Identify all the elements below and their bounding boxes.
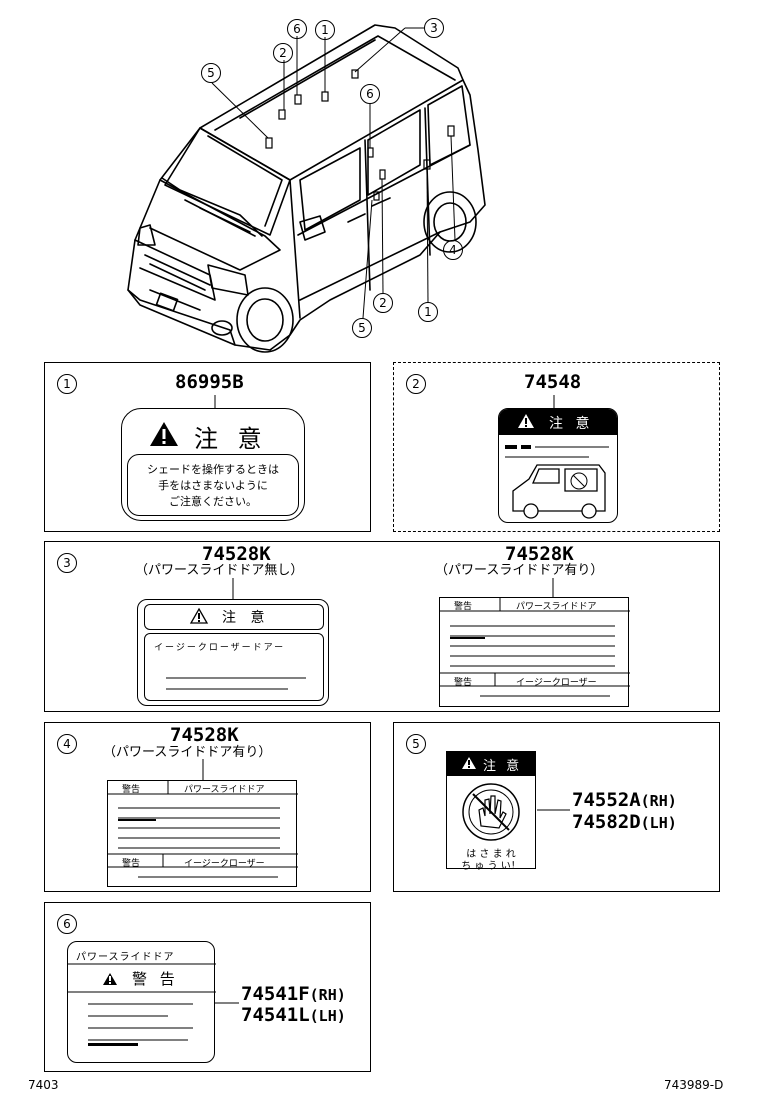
badge-warning-bottom: 警告 — [122, 859, 141, 869]
leaders-3 — [232, 578, 554, 599]
label-header-bar — [447, 752, 535, 776]
callout-2-door: 2 — [373, 293, 393, 313]
label-header-bar — [499, 409, 617, 435]
subtitle-left: （パワースライドドア無し） — [135, 563, 304, 578]
van-drawing — [127, 24, 486, 353]
part-number-74548: 74548 — [524, 371, 582, 393]
part-rh-number: 74541F — [241, 983, 310, 1005]
label-74552a: 注 意 は さ ま れ ち ゅ う い！ — [446, 751, 536, 872]
callout-4-rear: 4 — [443, 240, 463, 260]
part-number-74528k: 74528K — [170, 724, 239, 746]
label-74528k-power: 警告 パワースライドドア 警告 イージークローザー — [107, 780, 298, 887]
callout-6-top: 6 — [287, 19, 307, 39]
part-number-74552a: 74552A(RH) — [572, 789, 677, 811]
callout-2-top: 2 — [273, 43, 293, 63]
label-line-text: イージークローザードアー — [154, 643, 286, 653]
label-74548: 注 意 — [498, 408, 618, 523]
part-number-86995b: 86995B — [175, 371, 244, 393]
callout-5: 5 — [406, 734, 426, 754]
footer-right-code: 743989-D — [664, 1078, 724, 1092]
panel-4: 4 74528K （パワースライドドア有り） 警告 パワースライドドア 警告 — [44, 722, 371, 892]
part-number-74582d: 74582D(LH) — [572, 811, 677, 833]
rh-suffix: (RH) — [309, 986, 346, 1004]
panel-5: 5 注 意 は さ ま れ ち ゅ う い！ 74552A(RH) 74582D… — [393, 722, 720, 892]
callout-3-top: 3 — [424, 18, 444, 38]
label-heading: 注 意 — [194, 425, 268, 453]
label-74541f: パワースライドドア 警 告 — [67, 941, 216, 1063]
panel-1: 1 86995B 注 意 シェードを操作するときは 手をはさまないように ご注意… — [44, 362, 371, 532]
label-74528k-power: 警告 パワースライドドア 警告 イージークローザー — [439, 597, 630, 707]
leader-2 — [553, 395, 555, 408]
callout-6: 6 — [57, 914, 77, 934]
label-header-box — [144, 604, 324, 630]
caption-line-2: ち ゅ う い！ — [461, 861, 521, 872]
label-74528k-no-power: 注 意 イージークローザードアー — [137, 599, 329, 706]
label-grid — [108, 781, 298, 878]
callout-4: 4 — [57, 734, 77, 754]
label-lines — [68, 963, 216, 1046]
label-heading: 注 意 — [222, 610, 270, 626]
panel-6: 6 パワースライドドア 警 告 74541F(RH) 74541L(LH) — [44, 902, 371, 1072]
caption-line-1: は さ ま れ — [466, 849, 516, 860]
part-rh-number: 74552A — [572, 789, 641, 811]
rh-suffix: (RH) — [640, 792, 677, 810]
part-number-74541l: 74541L(LH) — [241, 1004, 346, 1026]
callout-6-door: 6 — [360, 84, 380, 104]
vehicle-illustration: 6 1 2 3 5 6 4 2 1 5 — [0, 0, 760, 360]
part-number-74541f: 74541F(RH) — [241, 983, 346, 1005]
title-top: パワースライドドア — [516, 602, 597, 612]
callout-1-door: 1 — [418, 302, 438, 322]
badge-warning-bottom: 警告 — [454, 678, 473, 688]
title-bottom: イージークローザー — [184, 859, 265, 869]
title-top: パワースライドドア — [184, 785, 265, 795]
label-text-2: 手をはさまないように — [158, 479, 268, 492]
leader-6 — [215, 1002, 239, 1004]
label-86995b: 注 意 シェードを操作するときは 手をはさまないように ご注意ください。 — [121, 408, 305, 521]
label-text-1: シェードを操作するときは — [147, 463, 279, 476]
callout-1: 1 — [57, 374, 77, 394]
label-title: パワースライドドア — [76, 952, 175, 963]
part-lh-number: 74582D — [572, 811, 641, 833]
lh-suffix: (LH) — [640, 814, 677, 832]
footer-left-code: 7403 — [28, 1078, 59, 1092]
panel-2: 2 74548 注 意 — [393, 362, 720, 532]
label-text-3: ご注意ください。 — [169, 495, 257, 508]
label-inner-box — [127, 454, 299, 516]
label-heading: 警 告 — [132, 970, 179, 988]
subtitle-right: （パワースライドドア有り） — [435, 563, 604, 578]
label-body-box — [144, 633, 324, 701]
badge-warning-top: 警告 — [122, 785, 141, 795]
callout-5-door: 5 — [352, 318, 372, 338]
label-heading: 注 意 — [483, 759, 523, 774]
leader-4 — [202, 759, 204, 780]
callout-5-top: 5 — [201, 63, 221, 83]
callout-3: 3 — [57, 553, 77, 573]
subtitle: （パワースライドドア有り） — [103, 745, 272, 760]
label-heading: 注 意 — [549, 416, 594, 432]
callout-2: 2 — [406, 374, 426, 394]
leader-1 — [214, 395, 216, 408]
lh-suffix: (LH) — [309, 1007, 346, 1025]
label-grid — [440, 598, 630, 697]
callout-1-top: 1 — [315, 20, 335, 40]
badge-warning-top: 警告 — [454, 602, 473, 612]
part-number-74528k-left: 74528K — [202, 543, 271, 565]
part-number-74528k-right: 74528K — [505, 543, 574, 565]
label-lines — [505, 445, 609, 458]
leader-5 — [537, 809, 570, 811]
title-bottom: イージークローザー — [516, 678, 597, 688]
panel-3: 3 74528K （パワースライドドア無し） 74528K （パワースライドドア… — [44, 541, 720, 712]
label-lines — [166, 677, 306, 690]
part-lh-number: 74541L — [241, 1004, 310, 1026]
